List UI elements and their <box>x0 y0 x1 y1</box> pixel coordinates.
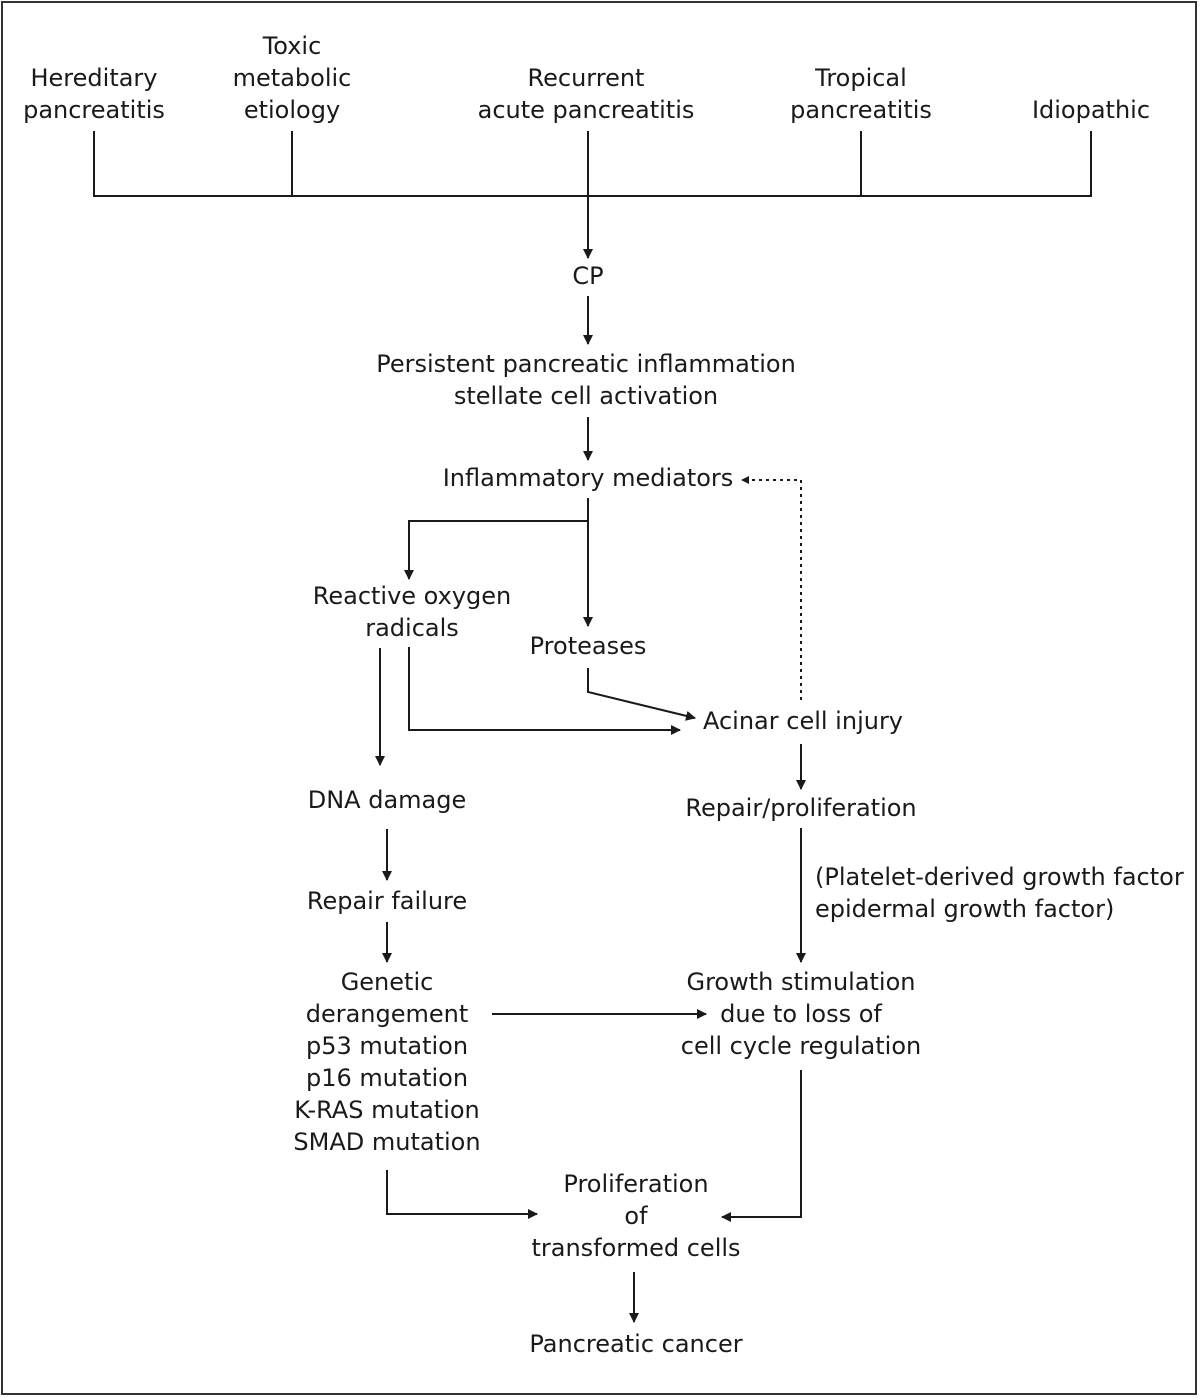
node-label-line: Recurrent <box>527 64 645 92</box>
node-label-line: stellate cell activation <box>453 382 719 410</box>
node-label-line: Idiopathic <box>1031 96 1151 124</box>
node-label-line: Tropical <box>815 64 907 92</box>
node-label-line: Reactive oxygen <box>312 582 512 610</box>
node-label-line: etiology <box>243 96 341 124</box>
node-label-line: Genetic <box>340 968 434 996</box>
node-label-line: Acinar cell injury <box>702 707 904 735</box>
node-label-line: derangement <box>305 1000 469 1028</box>
node-label-line: Hereditary <box>30 64 158 92</box>
edge-mediators-to-ros <box>404 498 589 580</box>
edge-genetic-to-proliferation <box>386 1170 538 1219</box>
node-idiopathic: Idiopathic <box>1032 94 1150 126</box>
node-label-line: Growth stimulation <box>686 968 916 996</box>
node-tropical-pancreatitis: Tropical pancreatitis <box>790 62 932 126</box>
node-proteases: Proteases <box>530 630 647 662</box>
node-growth-stimulation: Growth stimulation due to loss of cell cyc… <box>681 966 921 1062</box>
node-label-line: radicals <box>365 614 459 642</box>
node-reactive-oxygen-radicals: Reactive oxygen radicals <box>313 580 512 644</box>
node-repair-failure: Repair failure <box>307 885 467 917</box>
edge-ros-to-acinar <box>408 647 681 735</box>
node-label-line: CP <box>572 262 604 290</box>
node-label-line: Repair/proliferation <box>685 794 917 822</box>
node-label-line: Proliferation <box>563 1170 709 1198</box>
node-inflammatory-mediators: Inflammatory mediators <box>443 462 734 494</box>
node-dna-damage: DNA damage <box>308 784 467 816</box>
node-label-line: pancreatitis <box>23 96 165 124</box>
node-label-line: due to loss of <box>720 1000 882 1028</box>
node-toxic-metabolic-etiology: Toxic metabolic etiology <box>233 30 352 126</box>
node-growth-factors: (Platelet-derived growth factor epidermal… <box>815 861 1184 925</box>
node-label-line: K-RAS mutation <box>294 1096 480 1124</box>
node-label-line: of <box>624 1202 648 1230</box>
node-recurrent-acute-pancreatitis: Recurrent acute pancreatitis <box>478 62 695 126</box>
node-cp: CP <box>572 260 603 292</box>
node-genetic-derangement: Genetic derangement p53 mutation p16 mutati… <box>293 966 480 1158</box>
edge-proteases-to-acinar <box>587 668 696 721</box>
node-pancreatic-cancer: Pancreatic cancer <box>529 1328 742 1360</box>
node-label-line: SMAD mutation <box>293 1128 481 1156</box>
node-label-line: Toxic <box>262 32 322 60</box>
node-label-line: pancreatitis <box>790 96 932 124</box>
edge-growth-to-proliferation <box>721 1070 802 1222</box>
node-hereditary-pancreatitis: Hereditary pancreatitis <box>23 62 165 126</box>
node-label-line: transformed cells <box>531 1234 741 1262</box>
node-proliferation-transformed-cells: Proliferation of transformed cells <box>531 1168 740 1264</box>
node-repair-proliferation: Repair/proliferation <box>685 792 916 824</box>
node-acinar-cell-injury: Acinar cell injury <box>703 705 903 737</box>
node-label-line: p53 mutation <box>305 1032 469 1060</box>
node-label-line: Proteases <box>529 632 647 660</box>
node-label-line: metabolic <box>232 64 352 92</box>
node-label-line: Pancreatic cancer <box>529 1330 743 1358</box>
node-label-line: acute pancreatitis <box>477 96 695 124</box>
node-label-line: cell cycle regulation <box>680 1032 922 1060</box>
node-label-line: epidermal growth factor) <box>815 895 1115 923</box>
node-label-line: Inflammatory mediators <box>442 464 734 492</box>
node-label-line: Persistent pancreatic inflammation <box>376 350 796 378</box>
node-persistent-inflammation: Persistent pancreatic inflammation stella… <box>376 348 796 412</box>
node-label-line: DNA damage <box>307 786 467 814</box>
node-label-line: Repair failure <box>306 887 468 915</box>
node-label-line: p16 mutation <box>305 1064 469 1092</box>
edge-acinar-feedback-to-mediators <box>741 476 802 700</box>
node-label-line: (Platelet-derived growth factor <box>815 863 1184 891</box>
